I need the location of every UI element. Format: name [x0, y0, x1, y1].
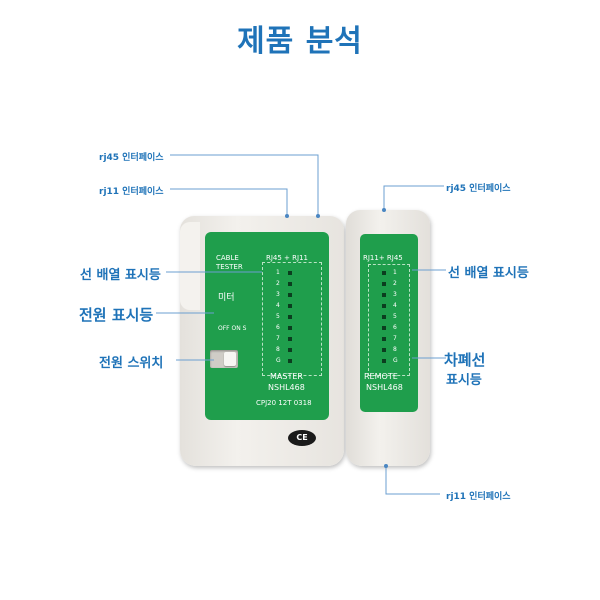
label-power-indicator: 전원 표시등: [79, 306, 154, 324]
remote-pin-number: 7: [393, 335, 397, 342]
master-pin-led: [288, 293, 292, 297]
remote-pin-led: [382, 282, 386, 286]
cable-label: CABLE: [216, 254, 239, 262]
dot-rj45-left: [316, 214, 320, 218]
dot-rj11-right: [384, 464, 388, 468]
master-pin-led: [288, 304, 292, 308]
master-code: CPJ20 12T 0318: [256, 399, 312, 407]
remote-pin-led: [382, 315, 386, 319]
remote-led-frame: [368, 264, 410, 376]
remote-pin-number: G: [393, 357, 398, 364]
master-ports-label: RJ45 + RJ11: [266, 254, 308, 262]
label-rj11-left: rj11 인터페이스: [99, 187, 164, 197]
label-shield-line1: 차폐선: [444, 351, 486, 369]
label-power-switch: 전원 스위치: [99, 356, 164, 371]
remote-name: REMOTE: [364, 372, 398, 381]
remote-pin-number: 5: [393, 313, 397, 320]
master-pin-number: G: [276, 357, 281, 364]
master-pin-number: 5: [276, 313, 280, 320]
master-pin-number: 2: [276, 280, 280, 287]
master-pin-number: 7: [276, 335, 280, 342]
tester-label: TESTER: [216, 263, 243, 271]
remote-model: NSHL468: [366, 383, 403, 392]
remote-pin-led: [382, 359, 386, 363]
master-led-frame: [262, 262, 322, 376]
dot-rj11-left: [285, 214, 289, 218]
master-panel: [205, 232, 329, 420]
meter-label: 미터: [218, 293, 235, 303]
label-line-indicator-left: 선 배열 표시등: [80, 268, 161, 283]
master-pin-number: 8: [276, 346, 280, 353]
remote-pin-number: 4: [393, 302, 397, 309]
master-pin-number: 4: [276, 302, 280, 309]
master-pin-led: [288, 348, 292, 352]
label-rj45-left: rj45 인터페이스: [99, 153, 164, 163]
remote-pin-led: [382, 348, 386, 352]
remote-pin-led: [382, 304, 386, 308]
remote-pin-led: [382, 337, 386, 341]
master-pin-led: [288, 326, 292, 330]
remote-pin-led: [382, 326, 386, 330]
master-model: NSHL468: [268, 383, 305, 392]
ce-logo: CE: [288, 430, 316, 446]
remote-pin-led: [382, 271, 386, 275]
master-name: MASTER: [270, 372, 303, 381]
leader-rj45-left: [170, 154, 319, 216]
label-rj45-right: rj45 인터페이스: [446, 184, 511, 194]
master-pin-led: [288, 282, 292, 286]
master-pin-led: [288, 337, 292, 341]
master-pin-led: [288, 271, 292, 275]
master-side-tab: [180, 222, 200, 310]
remote-ports-label: RJ11+ RJ45: [363, 254, 403, 262]
leader-rj11-right: [385, 466, 440, 495]
remote-pin-number: 8: [393, 346, 397, 353]
remote-pin-led: [382, 293, 386, 297]
master-pin-led: [288, 359, 292, 363]
master-pin-number: 1: [276, 269, 280, 276]
remote-pin-number: 3: [393, 291, 397, 298]
label-shield-line2: 표시등: [446, 373, 482, 388]
master-pin-number: 3: [276, 291, 280, 298]
remote-pin-number: 1: [393, 269, 397, 276]
off-on-label: OFF ON S: [218, 325, 247, 332]
remote-panel: [360, 234, 418, 412]
power-switch-knob[interactable]: [224, 352, 236, 366]
label-line-indicator-right: 선 배열 표시등: [448, 266, 529, 281]
page-title: 제품 분석: [237, 24, 363, 59]
master-pin-led: [288, 315, 292, 319]
remote-pin-number: 2: [393, 280, 397, 287]
leader-rj45-right: [383, 185, 444, 210]
dot-rj45-right: [382, 208, 386, 212]
remote-pin-number: 6: [393, 324, 397, 331]
label-rj11-right: rj11 인터페이스: [446, 492, 511, 502]
master-pin-number: 6: [276, 324, 280, 331]
leader-rj11-left: [170, 188, 288, 216]
